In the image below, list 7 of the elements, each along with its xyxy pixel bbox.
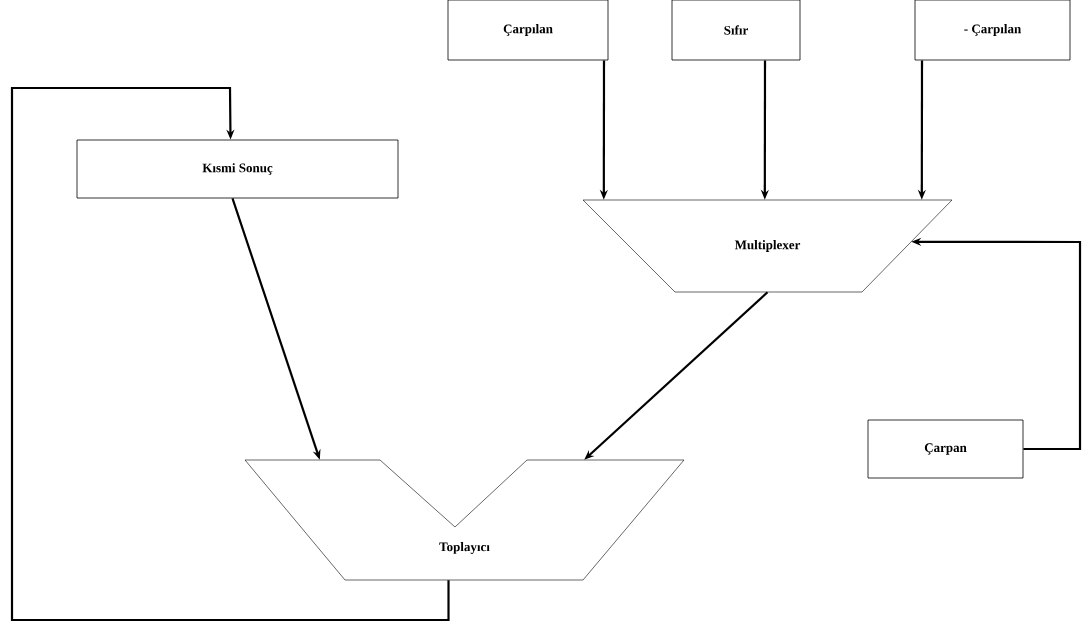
process-box: - Çarpılan [914, 0, 1071, 61]
process-box: Çarpılan [447, 0, 609, 61]
process-box: Sıfır [671, 0, 801, 61]
process-box: Kısmi Sonuç [76, 139, 399, 199]
process-box: Çarpan [867, 419, 1024, 479]
multiplexer-trapezoid: Multiplexer [582, 199, 953, 293]
arrow [10, 86, 450, 622]
